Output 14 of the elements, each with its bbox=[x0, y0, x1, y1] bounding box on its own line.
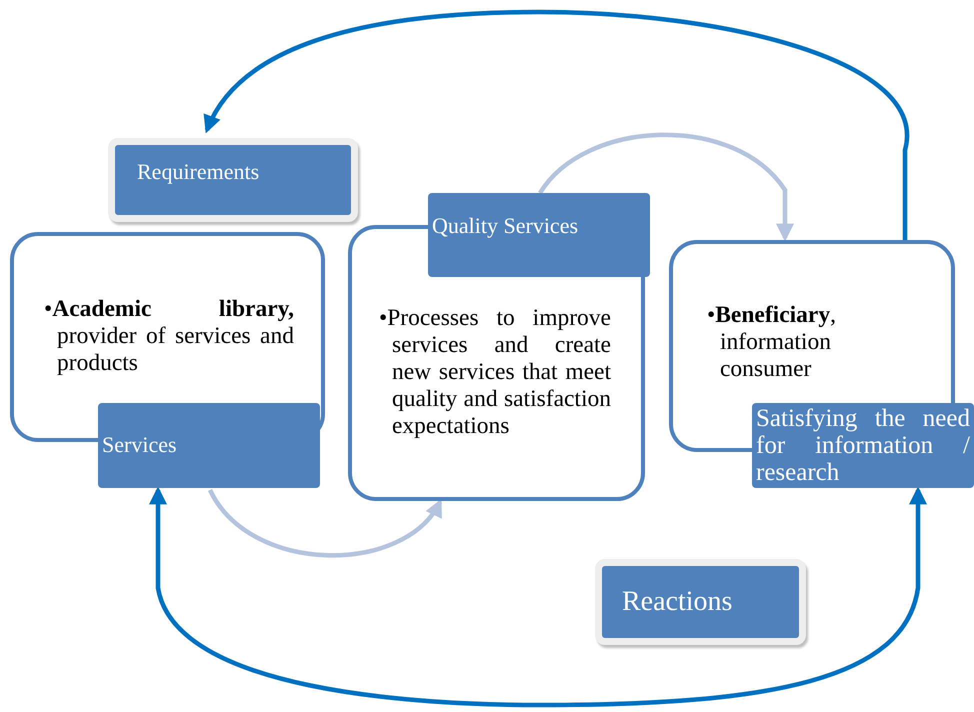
curved-arrow bbox=[149, 486, 927, 708]
framed-label-box bbox=[595, 559, 806, 645]
tab-label: Satisfying the need for information / research bbox=[756, 405, 970, 486]
bullet-text: •Academic library, provider of services and products bbox=[44, 296, 294, 377]
bullet-text: •Beneficiary, information consumer bbox=[707, 302, 837, 383]
box-label: Reactions bbox=[622, 585, 734, 619]
framed-label-box bbox=[108, 138, 358, 222]
curved-arrow bbox=[204, 10, 909, 240]
box-label: Requirements bbox=[137, 159, 260, 186]
tab-label: Quality Services bbox=[432, 213, 580, 240]
curved-arrow bbox=[208, 488, 442, 558]
tab-label: Services bbox=[102, 432, 178, 459]
curved-arrow bbox=[538, 132, 794, 242]
bullet-text: •Processes to improve services and create new services that meet quality and satisfaction expectations bbox=[379, 305, 611, 440]
